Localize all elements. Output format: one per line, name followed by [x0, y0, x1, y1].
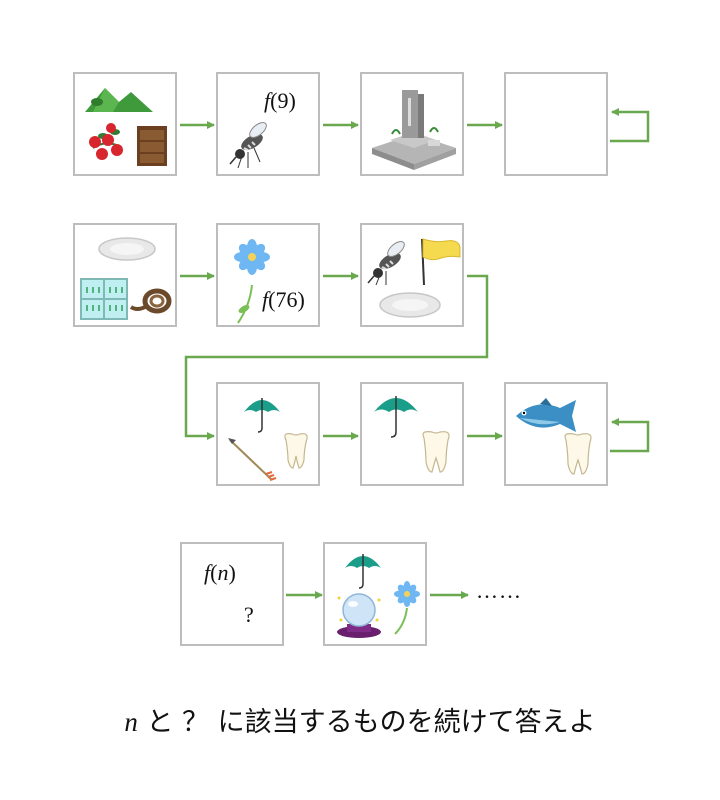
puzzle-box-r1b3: [360, 72, 464, 176]
arrow-icon: [228, 438, 277, 481]
mountain-icon: [85, 88, 153, 112]
umbrella-icon: [345, 554, 381, 589]
puzzle-box-r2b2: f(76): [216, 223, 320, 327]
puzzle-box-r1b4-empty: [504, 72, 608, 176]
rope-icon: [129, 288, 172, 314]
loop-arrow-r1: [610, 108, 650, 143]
flag-icon: [421, 238, 461, 286]
puzzle-box-r3b1: [216, 382, 320, 486]
puzzle-box-r1b1: [73, 72, 177, 176]
plate-icon: [379, 292, 441, 318]
rose-icon: [89, 123, 123, 160]
function-label-f9: f(9): [264, 88, 296, 113]
puzzle-box-r2b1: [73, 223, 177, 327]
tooth-icon: [564, 433, 592, 475]
crystal-ball-icon: [337, 593, 381, 638]
question-text: n と ？ に該当するものを続けて答えよ: [0, 700, 720, 739]
puzzle-box-r2b3: [360, 223, 464, 327]
puzzle-box-r4b1: f(n) ?: [180, 542, 284, 646]
umbrella-icon: [374, 396, 418, 438]
tooth-icon: [422, 431, 450, 473]
grave-icon: [372, 90, 456, 170]
question-variable: n: [124, 707, 138, 737]
umbrella-icon: [244, 398, 280, 433]
mosquito-icon: [229, 122, 267, 169]
continuation-ellipsis: ……: [476, 578, 522, 603]
rice-field-icon: [80, 278, 128, 320]
question-body: と ？ に該当するものを続けて答えよ: [137, 707, 596, 738]
flower-icon: [234, 239, 270, 324]
mosquito-icon: [367, 241, 405, 286]
plate-icon: [98, 237, 156, 261]
fish-icon: [516, 398, 576, 432]
puzzle-box-r1b2: f(9): [216, 72, 320, 176]
function-label-fn: f(n): [204, 560, 236, 585]
puzzle-box-r4b2: [323, 542, 427, 646]
function-label-f76: f(76): [262, 287, 305, 312]
unknown-mark: ?: [244, 602, 254, 627]
puzzle-box-r3b2: [360, 382, 464, 486]
drawer-chest-icon: [137, 126, 167, 166]
tooth-icon: [284, 433, 308, 469]
loop-arrow-r3: [610, 418, 650, 453]
puzzle-box-r3b3: [504, 382, 608, 486]
arrow-r2-to-r3: [184, 274, 489, 440]
flower-icon: [394, 581, 420, 635]
